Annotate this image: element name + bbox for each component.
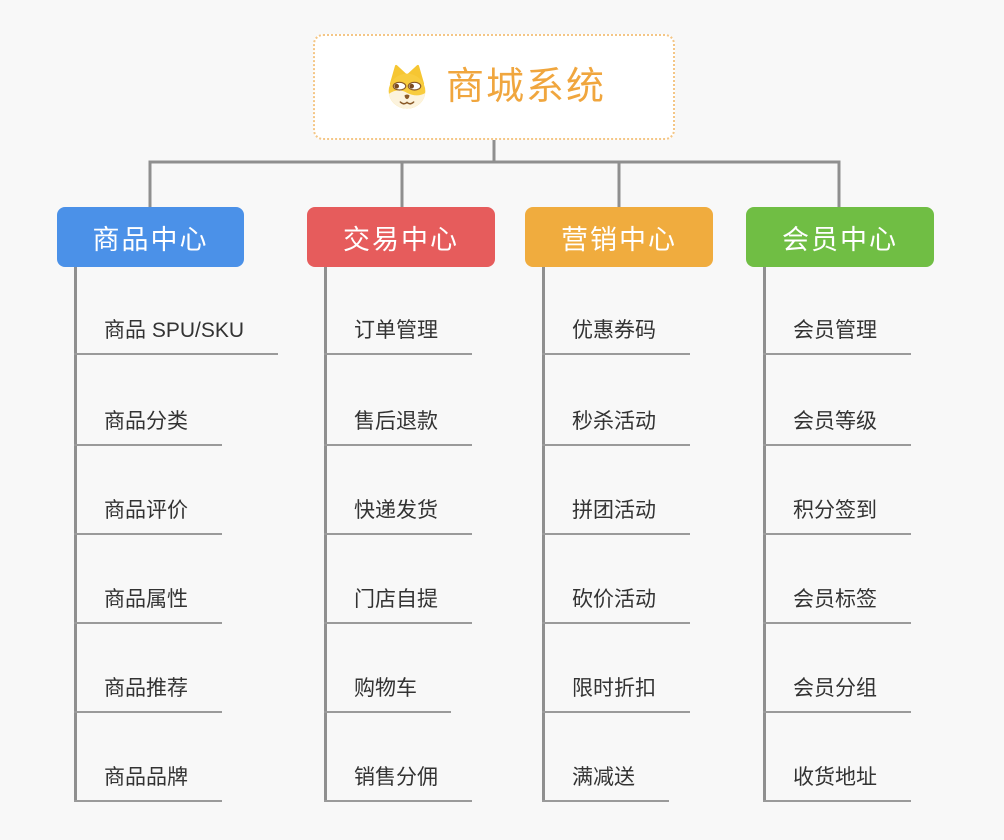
child-node[interactable]: 门店自提: [324, 587, 472, 624]
child-node[interactable]: 会员等级: [763, 409, 911, 446]
child-node[interactable]: 快递发货: [324, 498, 472, 535]
product-center-children: 商品 SPU/SKU 商品分类 商品评价 商品属性 商品推荐 商品品牌: [74, 267, 334, 802]
child-node[interactable]: 商品 SPU/SKU: [74, 318, 279, 355]
child-node[interactable]: 限时折扣: [542, 676, 690, 713]
child-node[interactable]: 优惠券码: [542, 318, 690, 355]
trade-center-children: 订单管理 售后退款 快递发货 门店自提 购物车 销售分佣: [324, 267, 584, 802]
child-node[interactable]: 会员管理: [763, 318, 911, 355]
child-node[interactable]: 会员标签: [763, 587, 911, 624]
root-node[interactable]: 商城系统: [313, 34, 675, 140]
branch-member-center[interactable]: 会员中心: [746, 207, 934, 267]
child-node[interactable]: 拼团活动: [542, 498, 690, 535]
branch-product-center[interactable]: 商品中心: [57, 207, 244, 267]
child-node[interactable]: 订单管理: [324, 318, 472, 355]
child-node[interactable]: 满减送: [542, 765, 669, 802]
root-title: 商城系统: [445, 66, 606, 108]
child-node[interactable]: 商品分类: [74, 409, 222, 446]
member-center-children: 会员管理 会员等级 积分签到 会员标签 会员分组 收货地址: [763, 267, 1004, 802]
branch-marketing-center[interactable]: 营销中心: [525, 207, 713, 267]
dog-face-icon: [388, 64, 426, 109]
child-node[interactable]: 商品推荐: [74, 676, 222, 713]
child-node[interactable]: 售后退款: [324, 409, 472, 446]
child-node[interactable]: 商品评价: [74, 498, 222, 535]
child-node[interactable]: 商品品牌: [74, 765, 222, 802]
child-node[interactable]: 销售分佣: [324, 765, 472, 802]
child-node[interactable]: 砍价活动: [542, 587, 690, 624]
child-node[interactable]: 积分签到: [763, 498, 911, 535]
branch-trade-center[interactable]: 交易中心: [307, 207, 495, 267]
child-node[interactable]: 收货地址: [763, 765, 911, 802]
child-node[interactable]: 秒杀活动: [542, 409, 690, 446]
child-node[interactable]: 购物车: [324, 676, 451, 713]
marketing-center-children: 优惠券码 秒杀活动 拼团活动 砍价活动 限时折扣 满减送: [542, 267, 802, 802]
child-node[interactable]: 商品属性: [74, 587, 222, 624]
child-node[interactable]: 会员分组: [763, 676, 911, 713]
